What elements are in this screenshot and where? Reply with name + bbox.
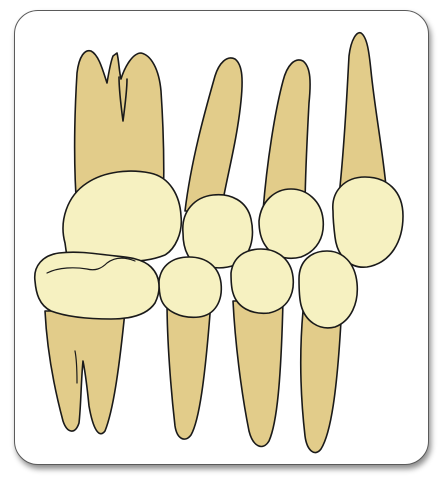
upper-premolar-1-root	[185, 58, 242, 211]
upper-premolar-2-root	[263, 60, 310, 211]
lower-premolar-2-crown	[231, 249, 293, 313]
upper-canine-crown	[333, 177, 403, 267]
lower-canine-root	[301, 311, 341, 453]
lower-premolar-1-root	[167, 301, 211, 439]
lower-molar-crown	[35, 252, 159, 319]
lower-premolar-1-crown	[159, 257, 221, 317]
lower-molar-root	[45, 311, 125, 434]
illustration-frame	[14, 10, 429, 465]
lower-canine-crown	[299, 251, 357, 328]
teeth-illustration	[15, 11, 429, 465]
upper-premolar-2-crown	[259, 189, 323, 258]
lower-premolar-2-root	[233, 301, 283, 446]
upper-canine-root	[339, 33, 387, 196]
